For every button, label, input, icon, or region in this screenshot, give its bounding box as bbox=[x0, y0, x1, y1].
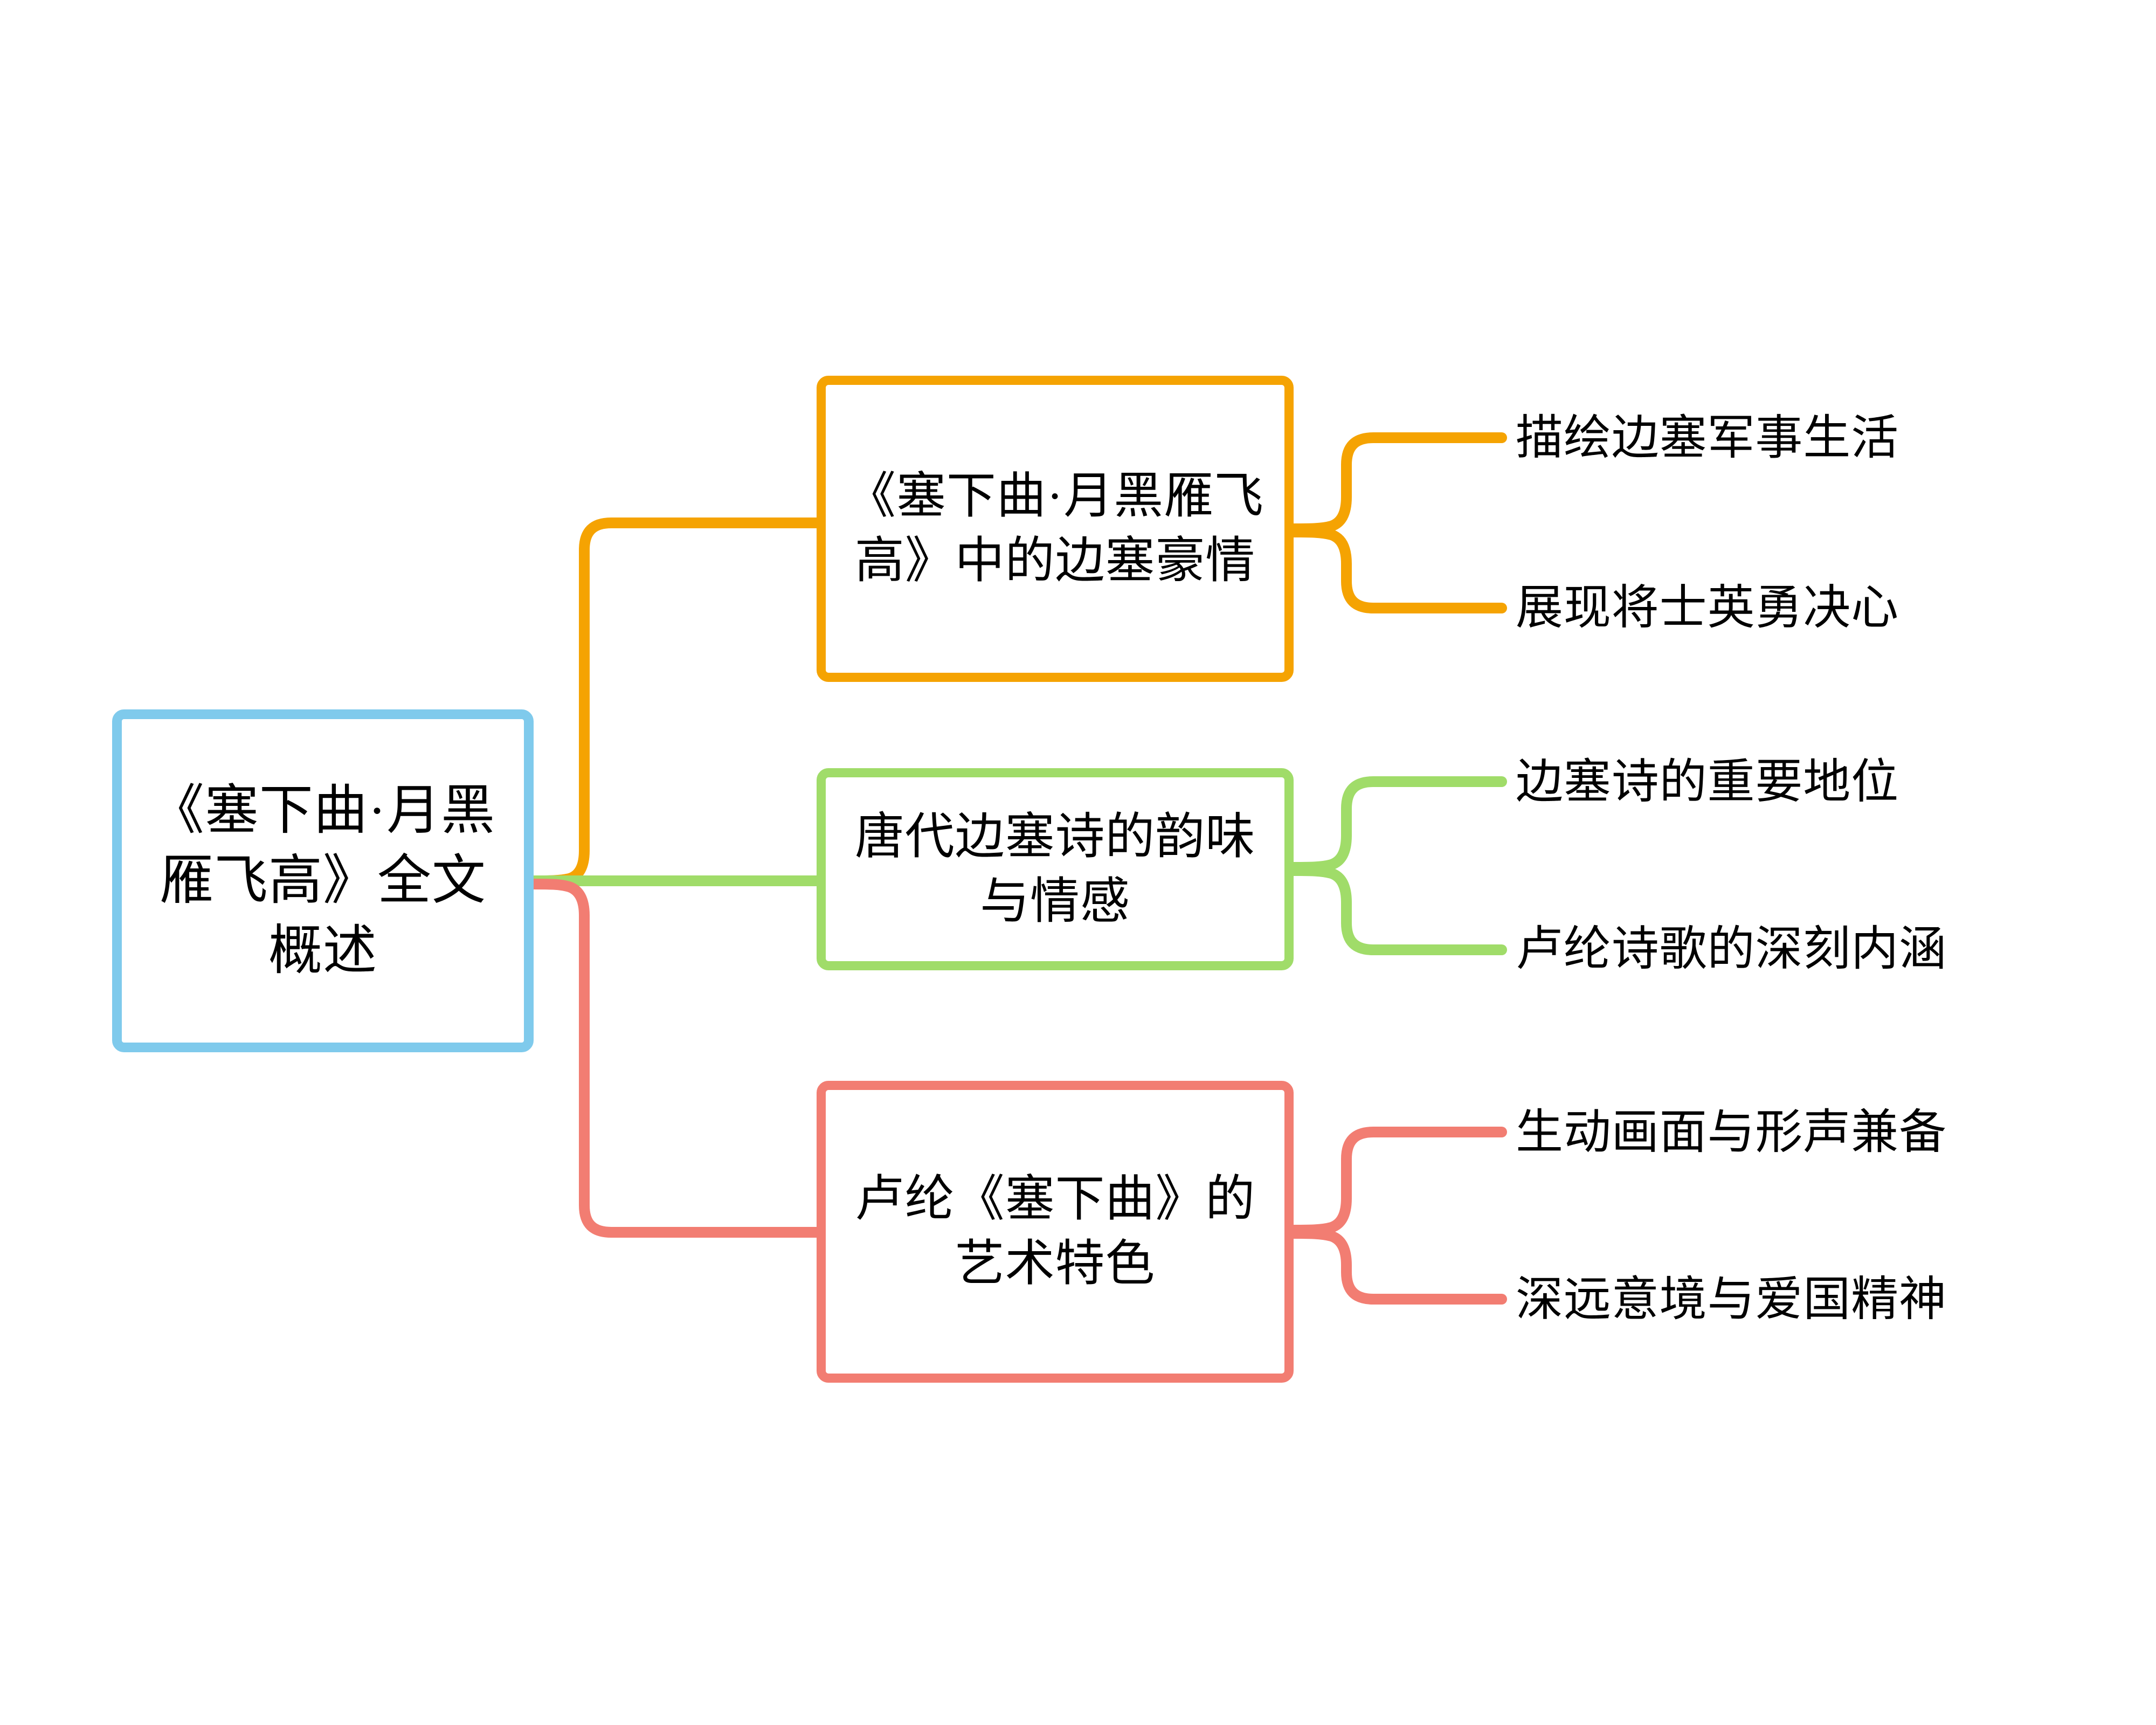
leaf-node-4[interactable]: 卢纶诗歌的深刻内涵 bbox=[1516, 923, 1947, 976]
edge-branch-2-to-leaf-4 bbox=[1288, 865, 1507, 955]
root-node-label: 《塞下曲·月黑雁飞高》全文概述 bbox=[150, 781, 496, 981]
branch-node-1-label: 《塞下曲·月黑雁飞高》中的边塞豪情 bbox=[846, 468, 1264, 588]
edge-branch-2-to-leaf-3 bbox=[1288, 776, 1507, 873]
branch-node-2[interactable]: 唐代边塞诗的韵味与情感 bbox=[817, 768, 1294, 970]
edge-root-to-branch-1 bbox=[528, 518, 822, 886]
leaf-node-1[interactable]: 描绘边塞军事生活 bbox=[1516, 412, 1899, 465]
branch-node-3[interactable]: 卢纶《塞下曲》的艺术特色 bbox=[817, 1081, 1294, 1383]
leaf-node-6[interactable]: 深远意境与爱国精神 bbox=[1516, 1274, 1947, 1326]
leaf-node-2[interactable]: 展现将士英勇决心 bbox=[1516, 582, 1899, 634]
branch-node-1[interactable]: 《塞下曲·月黑雁飞高》中的边塞豪情 bbox=[817, 376, 1294, 682]
leaf-node-3[interactable]: 边塞诗的重要地位 bbox=[1516, 756, 1899, 809]
leaf-node-5[interactable]: 生动画面与形声兼备 bbox=[1516, 1107, 1947, 1159]
root-node[interactable]: 《塞下曲·月黑雁飞高》全文概述 bbox=[112, 709, 534, 1052]
edge-branch-1-to-leaf-1 bbox=[1288, 432, 1507, 534]
edge-root-to-branch-3 bbox=[528, 879, 822, 1238]
edge-branch-3-to-leaf-5 bbox=[1288, 1127, 1507, 1236]
branch-node-3-label: 卢纶《塞下曲》的艺术特色 bbox=[854, 1171, 1256, 1291]
branch-node-2-label: 唐代边塞诗的韵味与情感 bbox=[854, 809, 1256, 929]
edge-branch-1-to-leaf-2 bbox=[1288, 527, 1507, 613]
edge-branch-3-to-leaf-6 bbox=[1288, 1228, 1507, 1305]
